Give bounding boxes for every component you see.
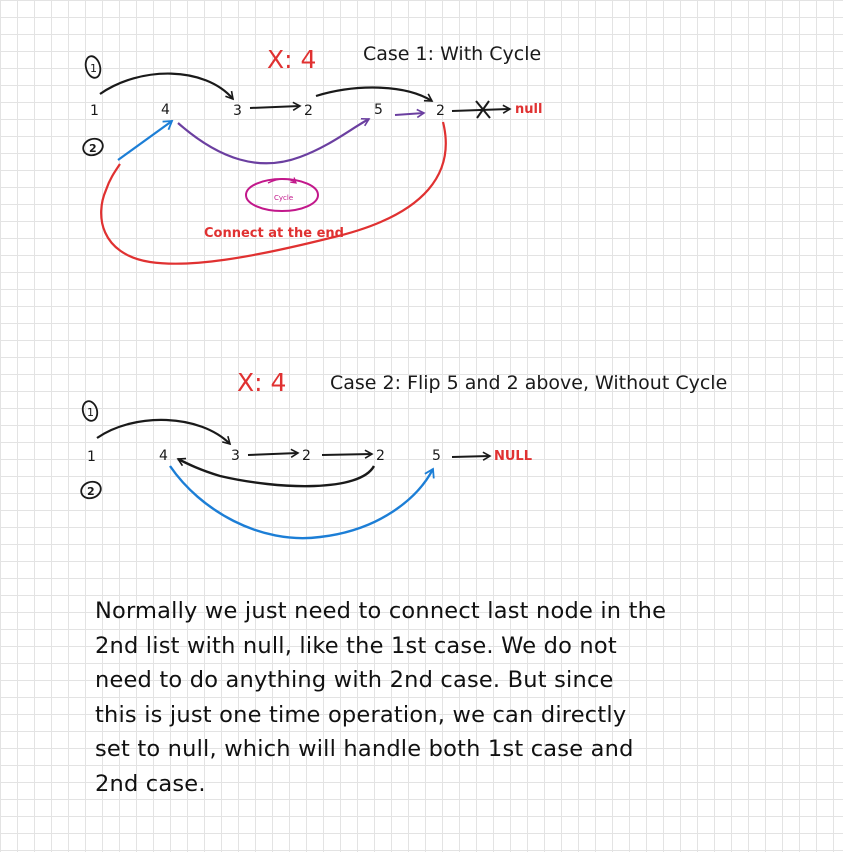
case2-group: X: 4 Case 2: Flip 5 and 2 above, Without… <box>80 368 727 540</box>
svg-text:1: 1 <box>90 62 97 75</box>
case2-node-5: 5 <box>432 448 441 464</box>
case2-arrow-3-to-2 <box>247 448 300 458</box>
case2-back-arrow-2-to-4 <box>176 457 376 488</box>
case2-step2-marker: 2 <box>80 480 102 500</box>
case1-cycle-badge: Cycle <box>245 177 319 212</box>
case1-cut-mark <box>475 100 491 119</box>
case1-purple-arrow-5-to-2 <box>394 108 426 119</box>
case2-blue-curve <box>169 465 435 540</box>
case2-node-2a: 2 <box>302 448 311 464</box>
case1-arrow-2-to-2 <box>315 86 434 102</box>
case1-node-2a: 2 <box>304 103 313 119</box>
explanation-text: Normally we just need to connect last no… <box>95 598 667 797</box>
case1-arrow-1-to-3 <box>99 72 235 101</box>
case2-arrow-2-to-2 <box>321 449 374 459</box>
case1-red-loop <box>100 121 447 265</box>
case1-arrow-2-to-null <box>451 104 512 114</box>
case1-purple-curve <box>177 117 371 165</box>
case2-step1-marker: 1 <box>81 400 99 422</box>
case1-x-label: X: 4 <box>267 45 316 74</box>
case1-node-4: 4 <box>161 102 170 118</box>
svg-text:2: 2 <box>87 485 95 498</box>
case2-node-3: 3 <box>231 448 240 464</box>
case1-arrow-3-to-2 <box>249 101 302 111</box>
case1-connect-label: Connect at the end <box>204 226 344 241</box>
case2-node-1: 1 <box>87 449 96 465</box>
svg-text:1: 1 <box>87 406 94 419</box>
case1-title: Case 1: With Cycle <box>363 43 541 65</box>
case1-node-3: 3 <box>233 103 242 119</box>
case2-title: Case 2: Flip 5 and 2 above, Without Cycl… <box>330 372 727 394</box>
case1-cycle-label: Cycle <box>274 194 293 202</box>
case2-node-2b: 2 <box>376 448 385 464</box>
case1-node-2b: 2 <box>436 103 445 119</box>
svg-text:2: 2 <box>89 142 97 155</box>
case1-node-1: 1 <box>90 103 99 119</box>
case1-node-5: 5 <box>374 102 383 118</box>
case2-arrow-1-to-3 <box>96 418 232 446</box>
case2-null-label: NULL <box>494 449 532 464</box>
case2-node-4: 4 <box>159 448 168 464</box>
case1-group: X: 4 Case 1: With Cycle 1 2 1 4 3 2 5 2 … <box>82 43 542 265</box>
case2-x-label: X: 4 <box>237 368 286 397</box>
case1-step2-marker: 2 <box>82 137 104 157</box>
case1-null-label: null <box>515 102 542 117</box>
case2-arrow-5-to-null <box>451 451 492 461</box>
case1-blue-arrow <box>117 120 174 161</box>
case1-step1-marker: 1 <box>84 55 102 79</box>
